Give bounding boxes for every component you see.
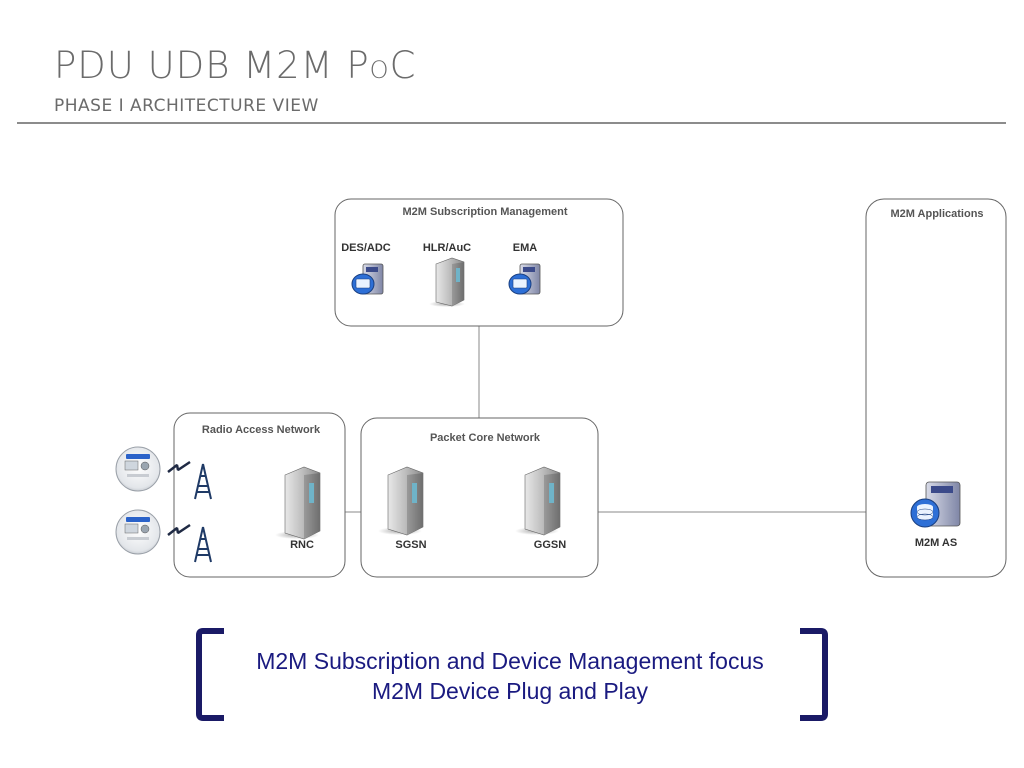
smart-meter-icon — [115, 509, 161, 555]
ggsn-server-icon — [515, 466, 561, 536]
page-subtitle: PHASE I ARCHITECTURE VIEW — [54, 96, 319, 116]
des-adc-workstation-icon — [351, 263, 384, 295]
hlr-auc-label: HLR/AuC — [423, 242, 471, 254]
focus-statement: M2M Subscription and Device Management f… — [200, 646, 820, 706]
sgsn-server-icon — [378, 466, 424, 536]
title-small-o: O — [369, 56, 390, 84]
title-main: PDU UDB M2M P — [54, 44, 370, 87]
ggsn-label: GGSN — [534, 539, 566, 551]
rnc-label: RNC — [290, 539, 314, 551]
wireless-link-icon — [167, 460, 191, 473]
radio-access-network-label: Radio Access Network — [202, 424, 321, 436]
packet-core-network-box — [360, 417, 599, 578]
applications-label: M2M Applications — [890, 208, 983, 220]
packet-core-network-label: Packet Core Network — [430, 432, 541, 444]
page-title: PDU UDB M2M POC — [54, 44, 416, 87]
rnc-server-icon — [275, 466, 321, 540]
des-adc-label: DES/ADC — [341, 242, 391, 254]
left-bracket — [196, 628, 224, 721]
applications-box — [865, 198, 1007, 578]
cell-tower-icon — [194, 463, 212, 500]
smart-meter-icon — [115, 446, 161, 492]
focus-line-2: M2M Device Plug and Play — [371, 678, 649, 704]
subscription-management-label: M2M Subscription Management — [402, 206, 567, 218]
ema-workstation-icon — [508, 263, 541, 295]
wireless-link-icon — [167, 523, 191, 536]
cell-tower-icon — [194, 526, 212, 563]
m2m-as-label: M2M AS — [915, 537, 957, 549]
subscription-management-box — [334, 198, 624, 327]
hlr-auc-server-icon — [429, 257, 465, 307]
focus-line-1: M2M Subscription and Device Management f… — [256, 648, 764, 674]
ema-label: EMA — [513, 242, 538, 254]
m2m-as-database-server-icon — [910, 481, 961, 528]
header-divider — [17, 122, 1006, 124]
title-end: C — [389, 44, 417, 87]
sgsn-label: SGSN — [395, 539, 426, 551]
right-bracket — [800, 628, 828, 721]
